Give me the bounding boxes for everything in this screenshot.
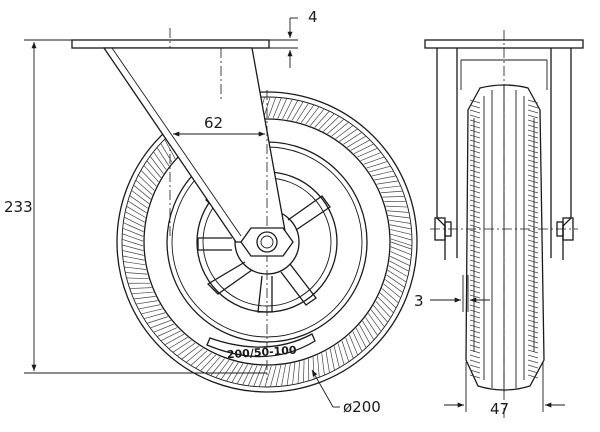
dimension-swivel-offset: 62	[173, 114, 265, 137]
dimension-plate-thickness: 4	[269, 8, 318, 68]
tyre-marking-label: 200/50-100	[206, 333, 316, 362]
tyre-gap-label: 3	[414, 292, 424, 310]
tyre-marking-text: 200/50-100	[226, 344, 297, 362]
side-wheel	[465, 84, 545, 392]
plate-thickness-label: 4	[308, 8, 318, 26]
wheel-diameter-label: ø200	[343, 398, 381, 416]
total-height-label: 233	[4, 198, 33, 216]
wheel-width-label: 47	[490, 400, 509, 418]
dimension-wheel-width: 47	[444, 362, 565, 418]
dimension-wheel-diameter: ø200	[311, 369, 381, 416]
side-view	[424, 30, 584, 420]
dimension-tyre-gap: 3	[414, 275, 490, 312]
side-axle-bolt	[430, 217, 578, 241]
axle-nut	[240, 227, 294, 257]
swivel-offset-label: 62	[204, 114, 223, 132]
front-view: 200/50-100	[71, 28, 418, 393]
mounting-plate	[71, 39, 270, 49]
dimension-total-height: 233	[4, 39, 267, 374]
